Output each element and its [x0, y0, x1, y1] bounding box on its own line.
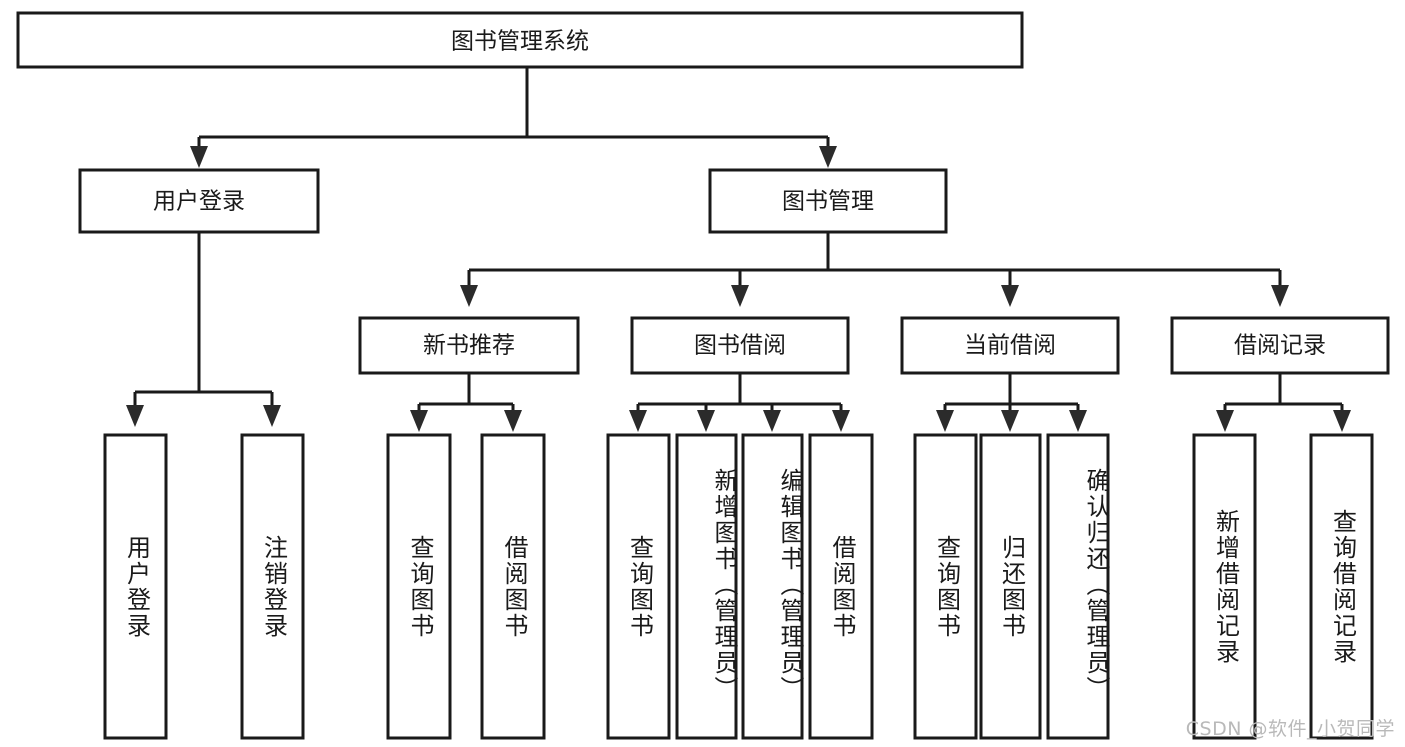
leaf-box-return-book[interactable]	[979, 433, 1042, 740]
node-user-login-label: 用户登录	[153, 189, 245, 215]
node-book-management[interactable]: 图书管理	[708, 168, 948, 234]
connector-current-borrow-to-leaves	[936, 373, 1087, 432]
node-root-label: 图书管理系统	[451, 29, 589, 55]
leaf-box-logout-login[interactable]	[240, 433, 305, 740]
leaf-box-borrow-book-1[interactable]	[480, 433, 546, 740]
leaf-box-add-book-admin[interactable]	[675, 433, 738, 740]
leaf-box-confirm-return-admin[interactable]	[1046, 433, 1110, 740]
node-new-book-recommend-label: 新书推荐	[423, 333, 515, 359]
node-book-borrow[interactable]: 图书借阅	[630, 316, 850, 375]
leaf-box-borrow-book-2[interactable]	[808, 433, 874, 740]
leaf-box-edit-book-admin[interactable]	[741, 433, 804, 740]
node-new-book-recommend[interactable]: 新书推荐	[358, 316, 580, 375]
node-current-borrow-label: 当前借阅	[964, 333, 1056, 359]
node-user-login[interactable]: 用户登录	[78, 168, 320, 234]
leaf-box-query-book-3[interactable]	[913, 433, 978, 740]
leaf-box-user-login[interactable]	[103, 433, 168, 740]
connector-root-to-level2	[190, 67, 837, 168]
leaf-box-add-borrow-record[interactable]	[1192, 433, 1257, 740]
node-current-borrow[interactable]: 当前借阅	[900, 316, 1120, 375]
node-book-borrow-label: 图书借阅	[694, 333, 786, 359]
leaf-box-query-book-2[interactable]	[606, 433, 671, 740]
watermark-text: CSDN @软件_小贺同学	[1185, 718, 1395, 740]
node-root-system[interactable]: 图书管理系统	[16, 11, 1024, 69]
leaf-box-query-book-1[interactable]	[386, 433, 452, 740]
node-borrow-records[interactable]: 借阅记录	[1170, 316, 1390, 375]
leaf-box-query-borrow-record[interactable]	[1309, 433, 1374, 740]
connector-book-borrow-to-leaves	[629, 373, 850, 432]
node-book-management-label: 图书管理	[782, 189, 874, 215]
connector-user-login-to-leaves	[126, 232, 281, 427]
connector-borrow-records-to-leaves	[1216, 373, 1351, 432]
connector-new-book-to-leaves	[410, 373, 522, 432]
connector-book-mgmt-to-level3	[460, 232, 1289, 307]
node-borrow-records-label: 借阅记录	[1234, 333, 1326, 359]
